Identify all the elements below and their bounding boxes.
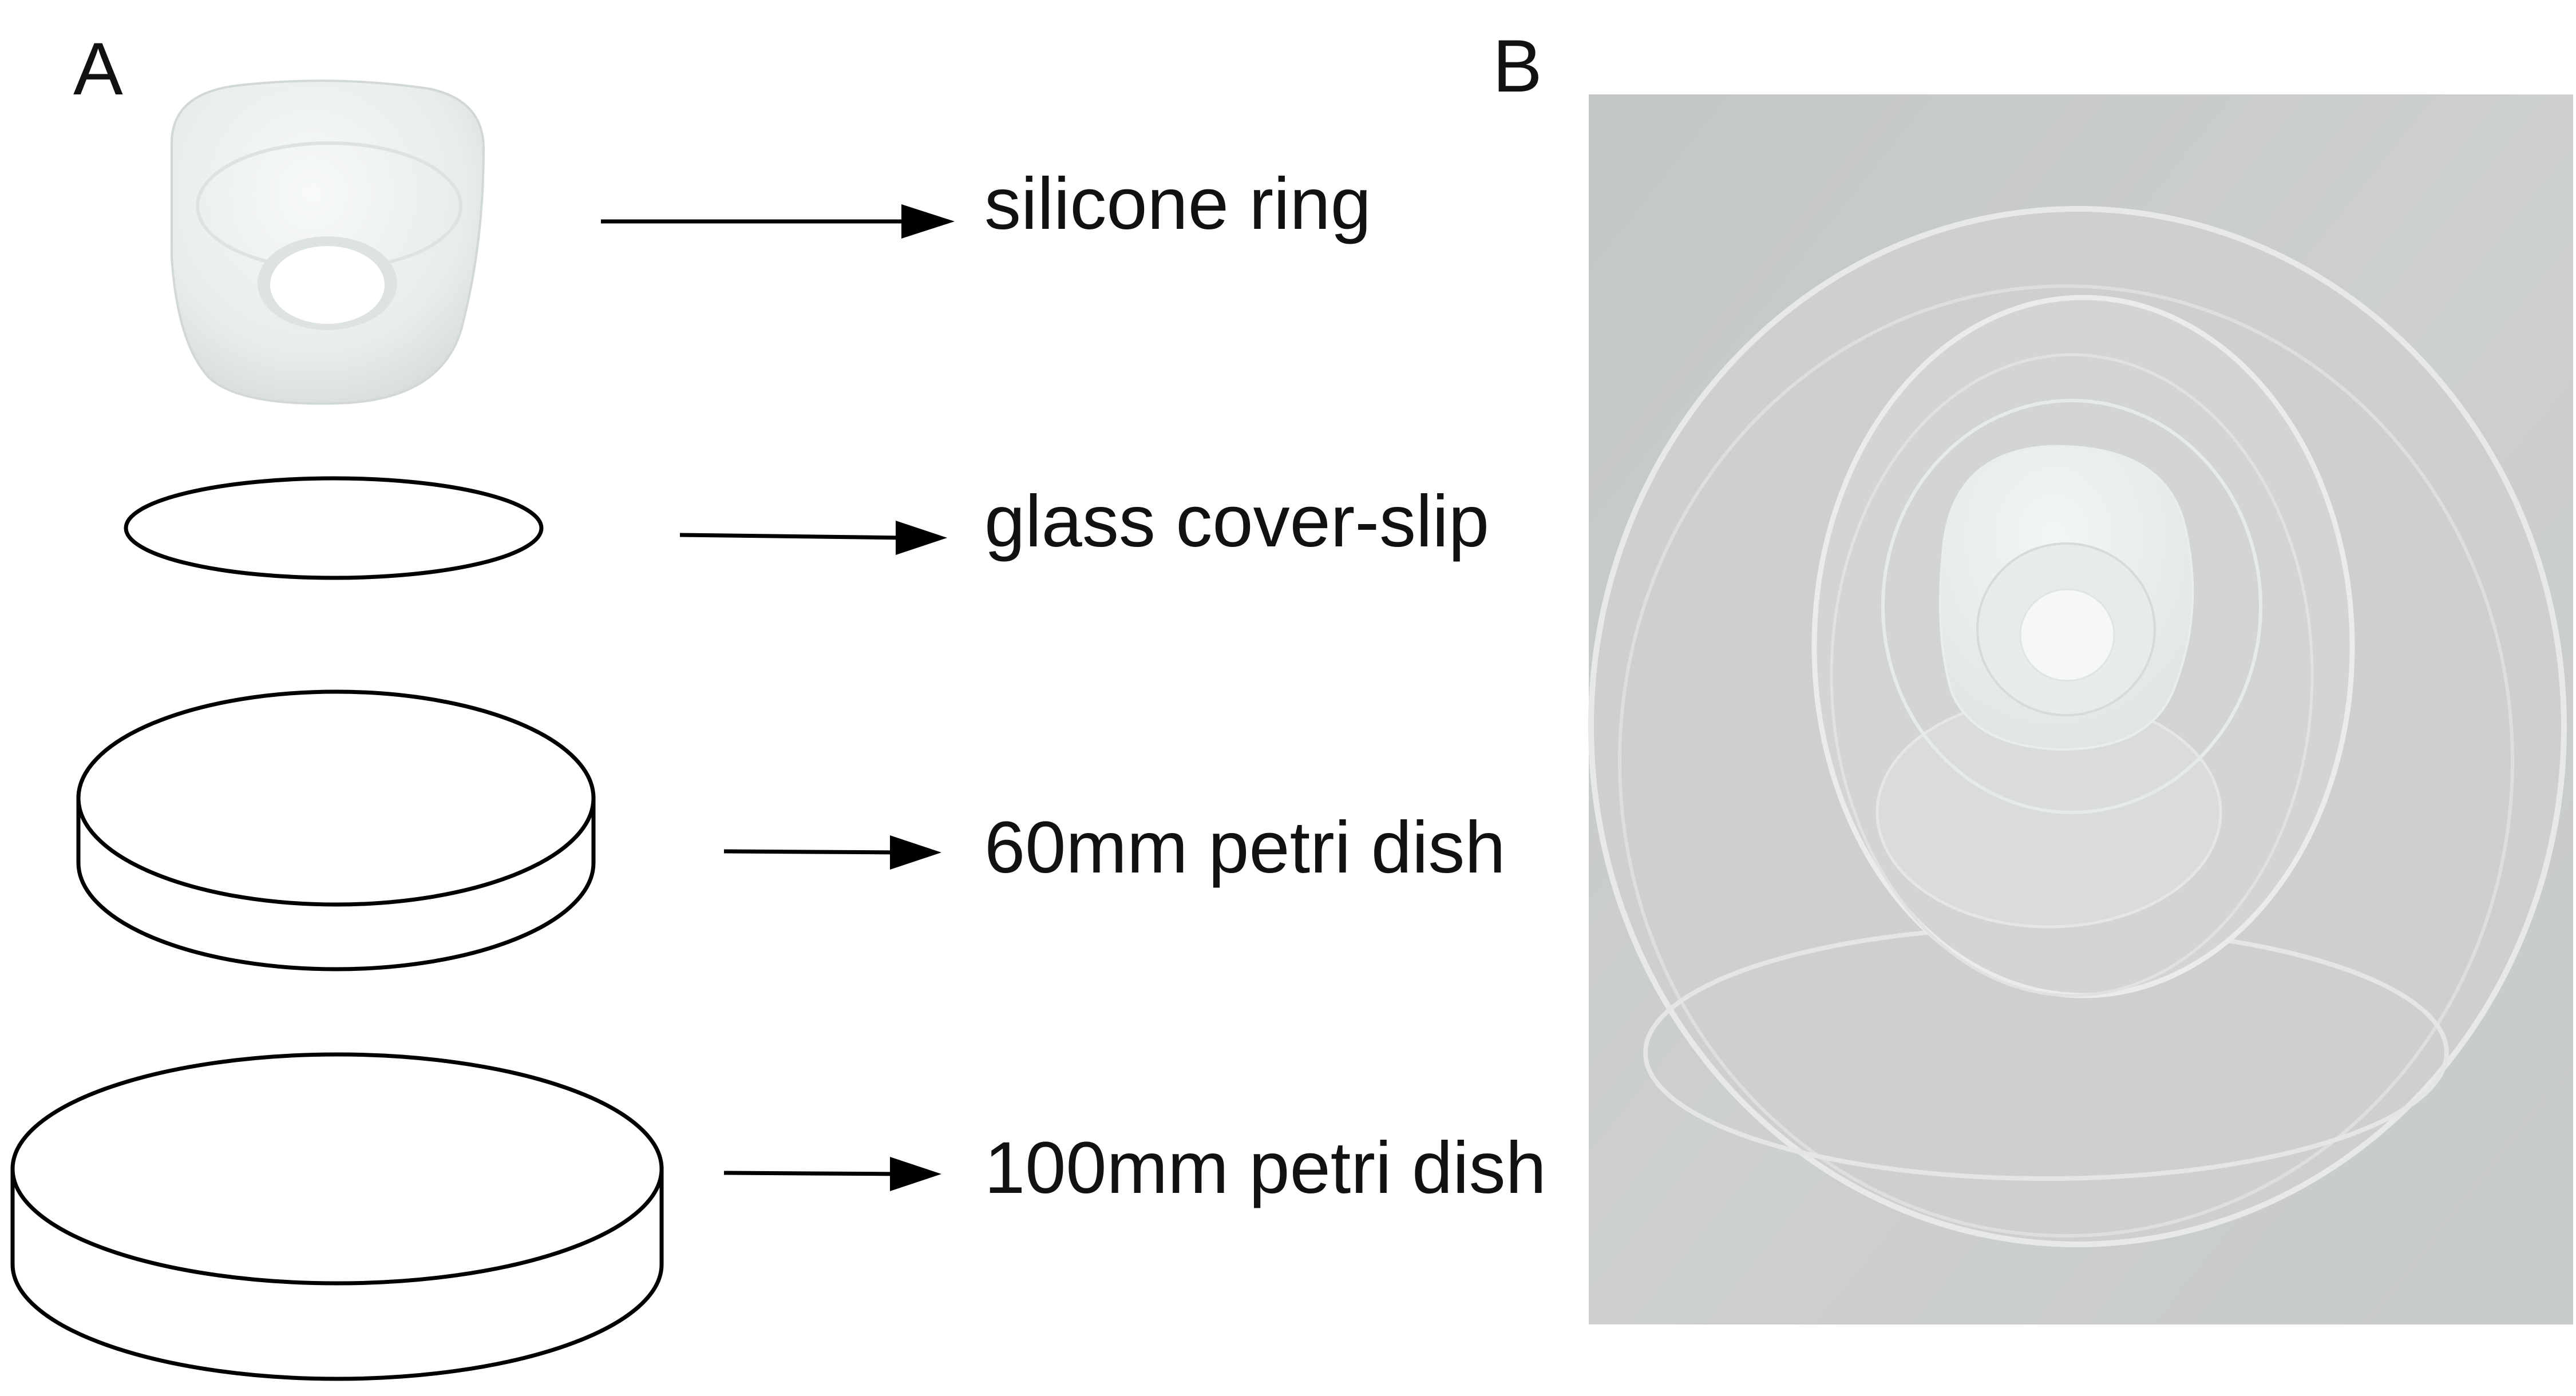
panel-a-letter: A [73, 27, 123, 110]
panel-b-letter: B [1493, 24, 1542, 108]
petri-dish-60mm-illustration [76, 689, 596, 971]
photo-cover-slip [1881, 399, 2262, 814]
assembly-photo [1588, 94, 2573, 1324]
panel-b: B [1493, 24, 2573, 1324]
label-petri-100: 100mm petri dish [984, 1127, 1546, 1209]
label-glass-cover-slip: glass cover-slip [984, 481, 1489, 562]
label-silicone-ring: silicone ring [984, 163, 1371, 245]
arrow-petri-100 [723, 1157, 941, 1191]
label-petri-60: 60mm petri dish [984, 807, 1506, 889]
photo-silicone-ring [1939, 445, 2194, 751]
arrow-glass-cover-slip [679, 521, 947, 555]
petri-dish-100mm-illustration [10, 1052, 664, 1381]
glass-cover-slip-illustration [124, 476, 544, 580]
silicone-ring-illustration [171, 80, 485, 405]
arrow-silicone-ring [601, 204, 955, 239]
panel-a: A silicone ring glass cover-slip [10, 27, 1546, 1381]
arrow-petri-60 [723, 835, 941, 870]
